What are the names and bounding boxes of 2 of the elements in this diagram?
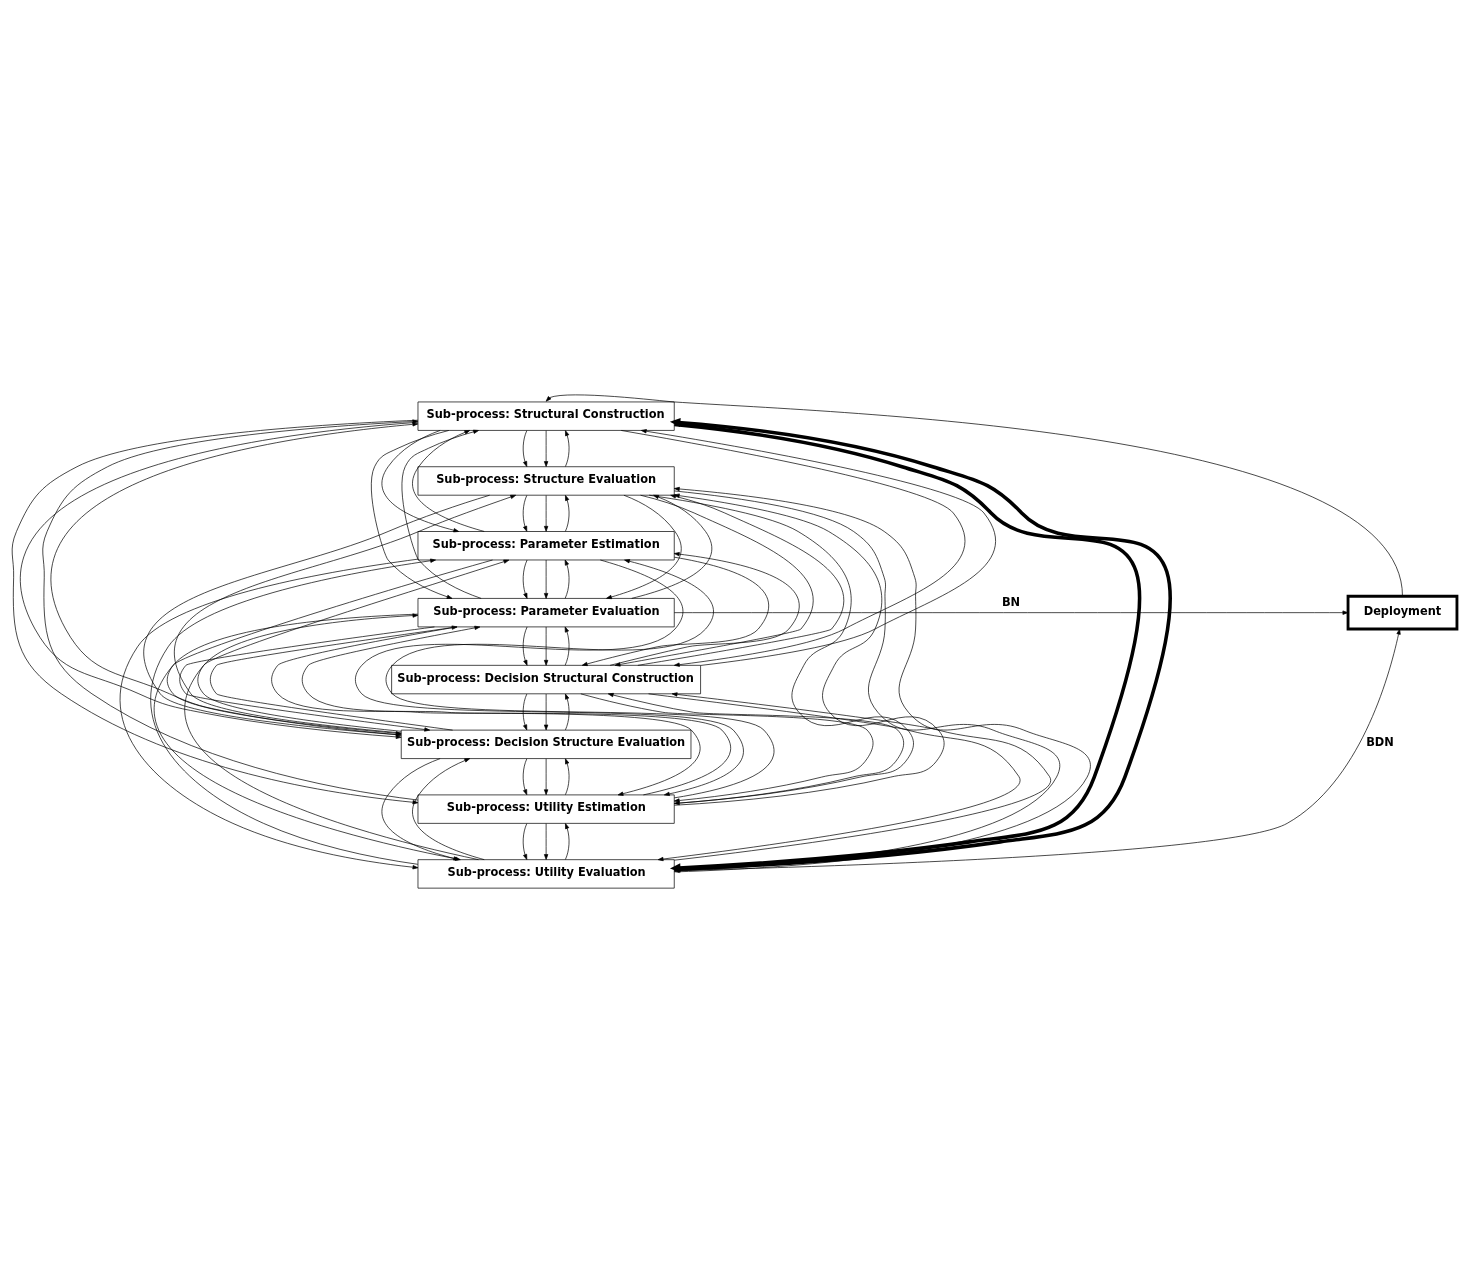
edge-label: BDN <box>1366 734 1394 749</box>
edge-label: BN <box>1001 594 1021 609</box>
